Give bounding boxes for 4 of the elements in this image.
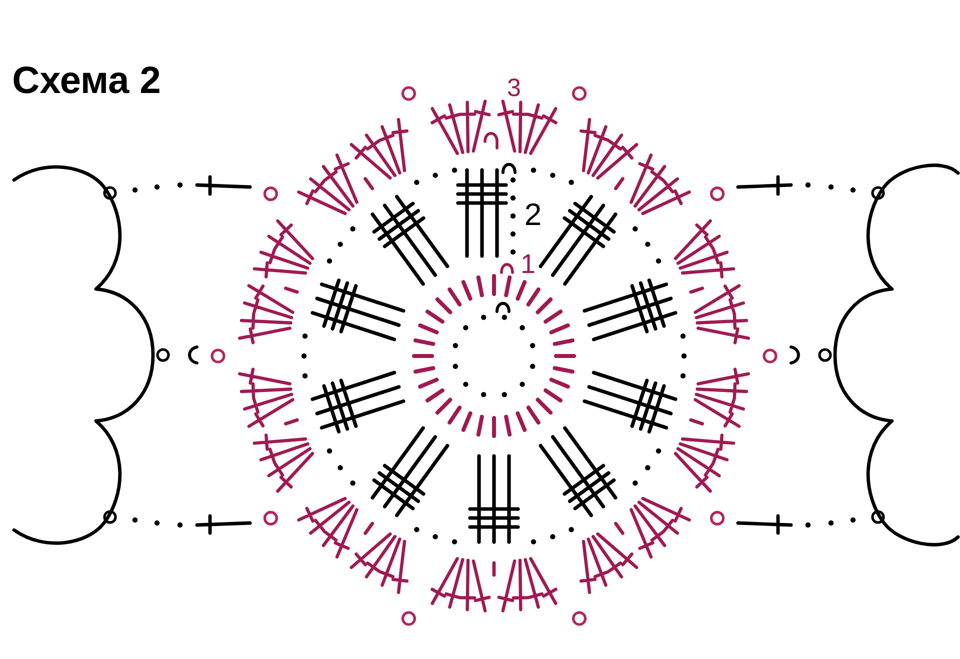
round-number: 2 <box>526 203 540 225</box>
round-number: 1 <box>522 254 534 273</box>
round-number: 3 <box>508 78 520 96</box>
title: Схема 2 <box>14 66 160 94</box>
